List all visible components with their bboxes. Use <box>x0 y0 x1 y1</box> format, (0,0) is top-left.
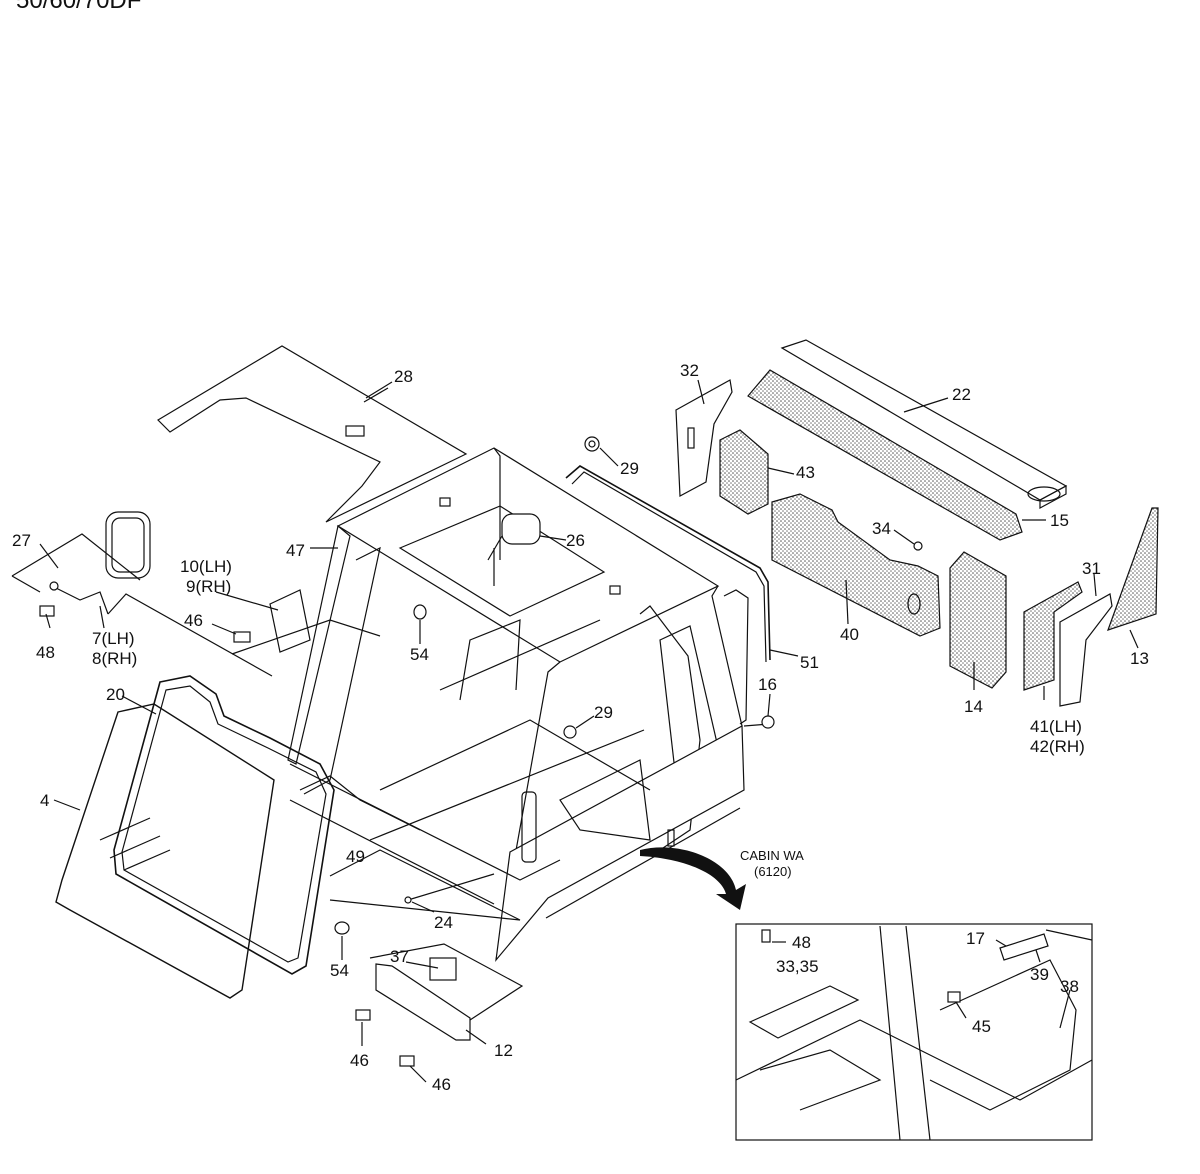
part-29a-grommet <box>584 436 600 452</box>
label-46b: 46 <box>350 1051 369 1070</box>
label-26: 26 <box>566 531 585 550</box>
label-40: 40 <box>840 625 859 644</box>
label-16: 16 <box>758 675 777 694</box>
part-32-side-trim <box>675 379 733 497</box>
part-16-grommet <box>761 715 775 729</box>
label-34: 34 <box>872 519 891 538</box>
label-32: 32 <box>680 361 699 380</box>
part-28-roof-liner <box>157 345 468 523</box>
label-7: 7(LH) <box>92 629 135 648</box>
callout-line1: CABIN WA <box>740 848 804 863</box>
part-41-42-pad <box>1023 581 1083 691</box>
label-20: 20 <box>106 685 125 704</box>
label-54a: 54 <box>410 645 429 664</box>
part-31-trim <box>1059 593 1113 707</box>
detail-inset <box>735 923 1093 1141</box>
part-46-bolts <box>355 1009 415 1067</box>
part-9-10-bracket <box>233 589 311 653</box>
part-34-bolt <box>913 541 923 551</box>
label-9: 9(RH) <box>186 577 231 596</box>
label-47: 47 <box>286 541 305 560</box>
label-27: 27 <box>12 531 31 550</box>
label-33-35: 33,35 <box>776 957 819 976</box>
part-20-door-seal <box>113 675 335 975</box>
label-15: 15 <box>1050 511 1069 530</box>
label-8: 8(RH) <box>92 649 137 668</box>
label-49: 49 <box>346 847 365 866</box>
part-24-rod <box>404 873 495 904</box>
label-13: 13 <box>1130 649 1149 668</box>
callout-arrow <box>640 847 746 910</box>
label-12: 12 <box>494 1041 513 1060</box>
label-22: 22 <box>952 385 971 404</box>
diagram-title: 50/60/70DF <box>16 0 141 14</box>
part-22-top-panel <box>780 339 1068 510</box>
part-43-pad <box>719 429 769 515</box>
part-4-door-glass <box>55 703 275 999</box>
part-15-insulation-pad <box>747 369 1023 541</box>
label-29a: 29 <box>620 459 639 478</box>
part-13-pad <box>1107 507 1159 631</box>
label-46c: 46 <box>432 1075 451 1094</box>
label-39: 39 <box>1030 965 1049 984</box>
part-14-pad <box>949 551 1007 689</box>
label-28: 28 <box>394 367 413 386</box>
label-54b: 54 <box>330 961 349 980</box>
part-49-rod <box>289 799 495 905</box>
label-24: 24 <box>434 913 453 932</box>
leader-lines <box>11 379 1139 1083</box>
part-26-mirror <box>487 513 541 586</box>
callout-line2: (6120) <box>754 864 792 879</box>
label-42: 42(RH) <box>1030 737 1085 756</box>
part-labels: 28 22 32 29 43 26 15 34 27 47 10(LH) 9(R… <box>12 361 1149 1094</box>
label-48a: 48 <box>36 643 55 662</box>
part-12-plate <box>375 957 471 1041</box>
label-14: 14 <box>964 697 983 716</box>
part-27-side-mirror <box>39 511 151 617</box>
part-54a-grommet <box>413 604 427 620</box>
label-45: 45 <box>972 1017 991 1036</box>
part-54b-grommet <box>334 921 350 935</box>
label-17: 17 <box>966 929 985 948</box>
label-37: 37 <box>390 947 409 966</box>
label-43: 43 <box>796 463 815 482</box>
part-40-rear-pad <box>771 493 941 637</box>
label-41: 41(LH) <box>1030 717 1082 736</box>
label-29b: 29 <box>594 703 613 722</box>
label-48b: 48 <box>792 933 811 952</box>
label-31: 31 <box>1082 559 1101 578</box>
cabin-frame <box>287 447 771 962</box>
label-38: 38 <box>1060 977 1079 996</box>
label-4: 4 <box>40 791 49 810</box>
label-10: 10(LH) <box>180 557 232 576</box>
part-29b-grommet <box>563 725 577 739</box>
label-51: 51 <box>800 653 819 672</box>
label-46a: 46 <box>184 611 203 630</box>
part-51-seal <box>565 465 771 663</box>
